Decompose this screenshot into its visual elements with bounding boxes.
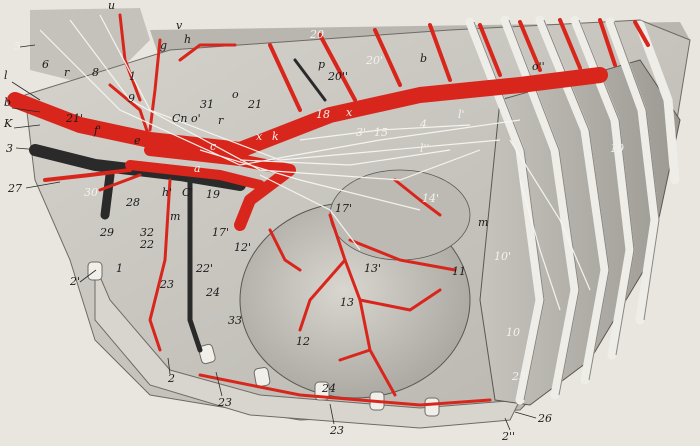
label-l-mid: l' <box>458 108 465 121</box>
label-m-left: m <box>170 210 180 223</box>
artery-30 <box>98 173 142 192</box>
label-1-low: 1 <box>116 262 123 275</box>
vein-branch-29 <box>100 170 115 220</box>
label-v: v <box>176 19 183 32</box>
intercostal-arteries <box>268 18 650 112</box>
artery-sternal <box>198 373 492 407</box>
label-3: 3 <box>6 142 13 155</box>
artery-v <box>148 38 162 132</box>
label-33: 33 <box>228 314 242 327</box>
label-u: u <box>108 0 115 12</box>
label-c-prime: C' <box>182 186 193 199</box>
label-o: o <box>232 88 239 101</box>
arteries <box>7 13 650 407</box>
internal-thoracic-vein <box>187 167 203 353</box>
label-6: 6 <box>42 58 49 71</box>
label-b-top: b <box>420 52 427 65</box>
label-x-upper: x <box>346 106 353 119</box>
label-18: 18 <box>316 108 330 121</box>
rib-5 <box>605 17 660 325</box>
artery-u <box>118 13 142 102</box>
label-2-prime: 2' <box>69 275 80 288</box>
label-13: 13 <box>340 296 354 309</box>
label-27: 27 <box>7 182 22 195</box>
label-26: 26 <box>537 412 552 425</box>
label-22: 22 <box>139 238 154 251</box>
label-k-left: K <box>3 117 13 130</box>
label-31: 31 <box>200 98 214 111</box>
label-k-mid: k <box>272 130 279 143</box>
brachiocephalic-trunk <box>144 144 296 231</box>
label-23-b2: 23 <box>329 424 344 437</box>
label-3-prime: 3' <box>356 126 366 139</box>
nerves <box>39 14 591 311</box>
label-24-bottom: 24 <box>321 382 336 395</box>
label-a: a <box>194 162 201 175</box>
label-9: 9 <box>128 92 135 105</box>
label-17-low: 17' <box>212 226 229 239</box>
label-r-top: r <box>64 66 70 79</box>
label-l-dprime: l'' <box>420 142 430 155</box>
label-8: 8 <box>92 66 99 79</box>
label-21: 21 <box>247 98 262 111</box>
label-1-top: 1 <box>129 70 136 83</box>
label-c-low: c <box>210 140 216 153</box>
label-11: 11 <box>452 265 466 278</box>
label-o-dprime: o'' <box>532 60 545 73</box>
leader-lines <box>11 44 537 431</box>
artery-arch-lower <box>125 160 265 190</box>
coronary-arteries <box>268 178 457 397</box>
label-e: e <box>134 134 141 147</box>
label-p: p <box>318 58 325 71</box>
label-m-right: m <box>478 216 488 229</box>
label-23-bottom: 23 <box>217 396 232 409</box>
label-14-prime: 14' <box>422 192 439 205</box>
label-2-low: 2 <box>167 372 175 385</box>
label-b-left: b <box>4 96 11 109</box>
label-f-prime: f' <box>93 124 101 137</box>
label-30: 30 <box>84 186 98 199</box>
label-h: h <box>184 33 191 46</box>
label-10-prime: 10' <box>494 250 511 263</box>
label-5: 5 <box>14 40 21 53</box>
label-4: 4 <box>419 118 427 131</box>
label-10-bottom: 10 <box>506 326 520 339</box>
artery-27 <box>43 168 132 182</box>
vein-20 <box>293 58 327 102</box>
label-19: 19 <box>206 188 220 201</box>
label-r-mid: r <box>218 114 224 127</box>
label-20-top: 20 <box>309 28 324 41</box>
label-21-prime: 21' <box>65 112 83 125</box>
label-20-prime: 20' <box>365 54 383 67</box>
label-28: 28 <box>125 196 140 209</box>
label-10-top: 10 <box>610 142 624 155</box>
label-12: 12 <box>296 335 310 348</box>
label-25: 25 <box>511 370 526 383</box>
label-2-dprime: 2'' <box>501 430 515 443</box>
label-h-prime: h' <box>162 186 172 199</box>
aorta <box>7 67 608 158</box>
label-13-prime: 13' <box>364 262 381 275</box>
artery-h <box>178 43 237 62</box>
rib-6 <box>635 20 680 185</box>
label-29: 29 <box>99 226 114 239</box>
sternum <box>94 264 521 429</box>
label-x-k: x <box>256 130 263 143</box>
label-cn-o: Cn o' <box>172 112 201 125</box>
costal-cartilages <box>87 261 440 417</box>
figure-labels: u g v h 5 6 r 8 1 9 l b K 3 27 30 29 28 … <box>3 0 624 443</box>
artery-8 <box>108 83 152 142</box>
label-20-dprime: 20'' <box>327 70 348 83</box>
label-17-prime: 17' <box>335 202 352 215</box>
label-23-mid: 23 <box>159 278 174 291</box>
label-g: g <box>160 39 167 52</box>
label-22-prime: 22' <box>195 262 213 275</box>
label-32: 32 <box>140 226 154 239</box>
label-24-mid: 24 <box>205 286 220 299</box>
internal-thoracic-artery <box>148 178 172 352</box>
label-15: 15 <box>374 126 388 139</box>
label-12-prime: 12' <box>234 241 251 254</box>
label-l-left: l <box>4 69 8 82</box>
